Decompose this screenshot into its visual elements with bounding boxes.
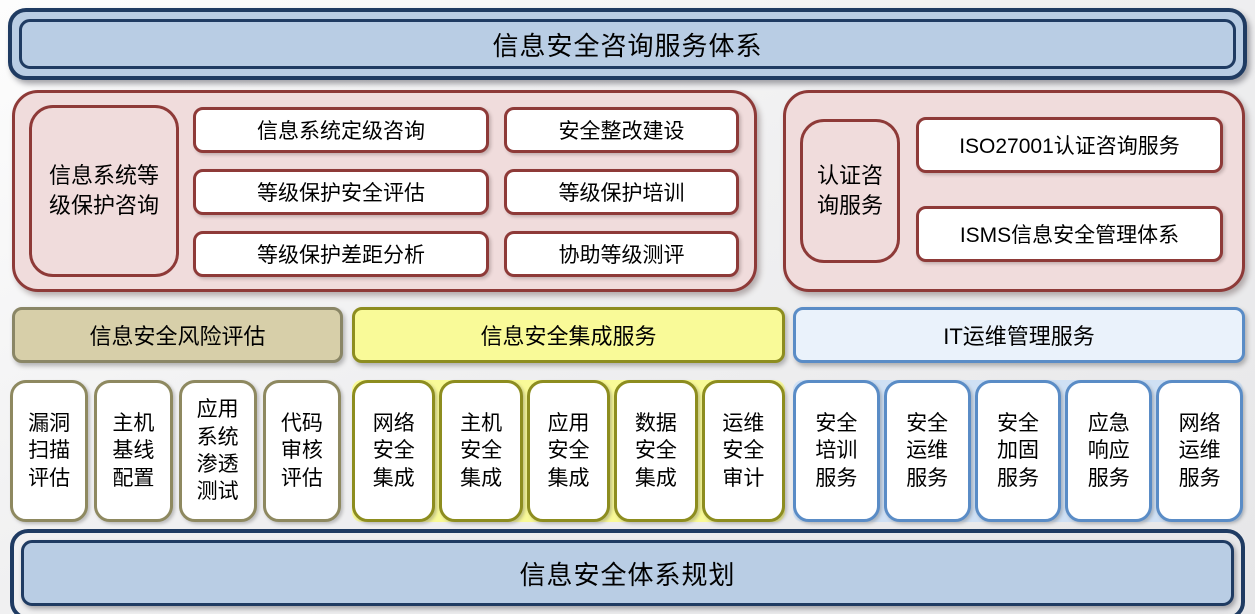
ops-item: 安全 运维 服务 <box>883 380 971 522</box>
bottom-banner-title: 信息安全体系规划 <box>21 540 1234 606</box>
consulting-item: 信息系统定级咨询 <box>193 107 489 153</box>
top-banner: 信息安全咨询服务体系 <box>8 8 1247 80</box>
grade-protection-container: 信息系统等 级保护咨询 信息系统定级咨询 安全整改建设 等级保护安全评估 等级保… <box>12 90 757 292</box>
grade-protection-label: 信息系统等 级保护咨询 <box>29 105 179 277</box>
consulting-item: 安全整改建设 <box>504 107 739 153</box>
risk-item: 漏洞 扫描 评估 <box>10 380 89 522</box>
consulting-item: 等级保护安全评估 <box>193 169 489 215</box>
integration-item: 应用 安全 集成 <box>526 380 611 522</box>
integration-item: 数据 安全 集成 <box>614 380 698 522</box>
integration-header: 信息安全集成服务 <box>352 307 785 363</box>
certification-container: 认证咨 询服务 ISO27001认证咨询服务 ISMS信息安全管理体系 <box>783 90 1245 292</box>
risk-assessment-header: 信息安全风险评估 <box>12 307 343 363</box>
risk-assessment-group: 漏洞 扫描 评估 主机 基线 配置 应用 系统 渗透 测试 代码 审核 评估 <box>10 380 341 522</box>
risk-item: 主机 基线 配置 <box>94 380 173 522</box>
integration-item: 运维 安全 审计 <box>701 380 786 522</box>
it-ops-group: 安全 培训 服务 安全 运维 服务 安全 加固 服务 应急 响应 服务 网络 运… <box>793 380 1243 522</box>
it-ops-header: IT运维管理服务 <box>793 307 1245 363</box>
ops-item: 安全 加固 服务 <box>974 380 1062 522</box>
bottom-banner: 信息安全体系规划 <box>10 529 1245 614</box>
integration-item: 主机 安全 集成 <box>439 380 523 522</box>
risk-item: 代码 审核 评估 <box>262 380 341 522</box>
grade-protection-items: 信息系统定级咨询 安全整改建设 等级保护安全评估 等级保护培训 等级保护差距分析… <box>193 107 739 277</box>
ops-item: 网络 运维 服务 <box>1156 380 1243 522</box>
consulting-item: 等级保护培训 <box>504 169 739 215</box>
consulting-item: 等级保护差距分析 <box>193 231 489 277</box>
top-banner-title: 信息安全咨询服务体系 <box>19 19 1236 69</box>
risk-item: 应用 系统 渗透 测试 <box>178 380 257 522</box>
certification-label: 认证咨 询服务 <box>800 119 900 263</box>
integration-item: 网络 安全 集成 <box>352 380 436 522</box>
ops-item: 安全 培训 服务 <box>793 380 880 522</box>
certification-item: ISMS信息安全管理体系 <box>916 206 1223 262</box>
consulting-item: 协助等级测评 <box>504 231 739 277</box>
ops-item: 应急 响应 服务 <box>1065 380 1153 522</box>
integration-group: 网络 安全 集成 主机 安全 集成 应用 安全 集成 数据 安全 集成 运维 安… <box>352 380 786 522</box>
certification-item: ISO27001认证咨询服务 <box>916 117 1223 173</box>
